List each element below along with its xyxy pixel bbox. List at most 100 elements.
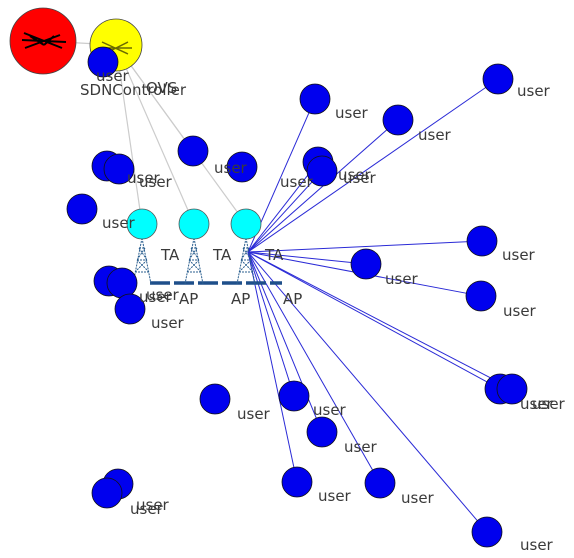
wireless-links xyxy=(247,80,510,530)
user-circle[interactable] xyxy=(382,104,414,136)
user-circle[interactable] xyxy=(299,83,331,115)
wireless-link xyxy=(247,251,485,530)
user-circle[interactable] xyxy=(91,477,123,509)
wireless-link xyxy=(247,251,296,480)
ap-label: AP xyxy=(179,290,199,308)
user-node[interactable] xyxy=(87,46,119,78)
user-node[interactable] xyxy=(382,104,414,136)
user-label: user xyxy=(237,405,270,423)
ap-node-circle[interactable] xyxy=(230,208,262,240)
user-node[interactable] xyxy=(278,380,310,412)
user-node[interactable] xyxy=(226,151,258,183)
user-node[interactable] xyxy=(281,466,313,498)
user-label: user xyxy=(344,438,377,456)
user-circle[interactable] xyxy=(281,466,313,498)
user-label: user xyxy=(401,489,434,507)
access-point[interactable] xyxy=(230,208,262,285)
user-label: user xyxy=(280,173,313,191)
user-circle[interactable] xyxy=(103,153,135,185)
user-circle[interactable] xyxy=(114,293,146,325)
user-node[interactable] xyxy=(306,155,338,187)
user-label: user xyxy=(502,246,535,264)
user-circle[interactable] xyxy=(496,373,528,405)
user-label: user xyxy=(343,169,376,187)
controller-icon xyxy=(21,32,67,49)
user-circle[interactable] xyxy=(306,155,338,187)
user-label: user xyxy=(146,286,179,304)
user-node[interactable] xyxy=(496,373,528,405)
control-link xyxy=(115,44,143,225)
user-node[interactable] xyxy=(350,248,382,280)
user-label: user xyxy=(418,126,451,144)
user-node[interactable] xyxy=(465,280,497,312)
user-node[interactable] xyxy=(199,383,231,415)
user-label: user xyxy=(127,169,160,187)
switch-label: OVS xyxy=(146,79,178,97)
user-label: user xyxy=(214,159,247,177)
user-node[interactable] xyxy=(91,477,123,509)
ap-antenna-label: TA xyxy=(161,246,180,264)
user-node[interactable] xyxy=(466,225,498,257)
user-circle[interactable] xyxy=(465,280,497,312)
wireless-link xyxy=(247,122,396,253)
user-circle[interactable] xyxy=(177,135,209,167)
user-circle[interactable] xyxy=(466,225,498,257)
wireless-link xyxy=(247,251,498,388)
user-label: user xyxy=(520,395,553,413)
user-node[interactable] xyxy=(482,63,514,95)
user-node[interactable] xyxy=(177,135,209,167)
user-node[interactable] xyxy=(306,416,338,448)
access-point[interactable] xyxy=(178,208,210,285)
user-label: user xyxy=(503,302,536,320)
user-circle[interactable] xyxy=(66,193,98,225)
user-label: user xyxy=(313,401,346,419)
user-label: user xyxy=(151,314,184,332)
ap-node-circle[interactable] xyxy=(126,208,158,240)
user-circle[interactable] xyxy=(482,63,514,95)
user-circle[interactable] xyxy=(199,383,231,415)
user-circle[interactable] xyxy=(350,248,382,280)
user-label: user xyxy=(517,82,550,100)
ap-tower-icon xyxy=(132,237,152,285)
user-label: user xyxy=(318,487,351,505)
user-label: user xyxy=(385,270,418,288)
ap-label: AP xyxy=(283,290,303,308)
node-layer xyxy=(9,7,528,548)
user-node[interactable] xyxy=(364,467,396,499)
sdn-controller[interactable] xyxy=(9,7,77,75)
user-circle[interactable] xyxy=(87,46,119,78)
user-label: user xyxy=(130,500,163,518)
access-point[interactable] xyxy=(126,208,158,285)
ap-tower-icon xyxy=(184,237,204,285)
wireless-link xyxy=(247,164,317,253)
wireless-link xyxy=(247,251,379,481)
user-label: user xyxy=(532,395,565,413)
ap-tower-icon xyxy=(236,237,256,285)
user-label: user xyxy=(520,536,553,554)
user-circle[interactable] xyxy=(364,467,396,499)
ap-node-circle[interactable] xyxy=(178,208,210,240)
wireless-link xyxy=(247,251,293,394)
user-node[interactable] xyxy=(114,293,146,325)
wireless-link xyxy=(247,251,364,264)
ap-antenna-label: TA xyxy=(265,246,284,264)
wireless-link xyxy=(247,173,320,253)
user-node[interactable] xyxy=(66,193,98,225)
user-circle[interactable] xyxy=(306,416,338,448)
user-label: user xyxy=(136,496,169,514)
user-node[interactable] xyxy=(471,516,503,548)
user-label: user xyxy=(139,173,172,191)
user-node[interactable] xyxy=(103,153,135,185)
user-label: user xyxy=(335,104,368,122)
user-label: user xyxy=(96,67,129,85)
user-circle[interactable] xyxy=(278,380,310,412)
wireless-link xyxy=(247,251,510,388)
ap-label: AP xyxy=(231,290,251,308)
user-circle[interactable] xyxy=(471,516,503,548)
user-label: user xyxy=(102,214,135,232)
user-label: user xyxy=(338,166,371,184)
user-circle[interactable] xyxy=(226,151,258,183)
ap-antenna-label: TA xyxy=(213,246,232,264)
user-node[interactable] xyxy=(299,83,331,115)
